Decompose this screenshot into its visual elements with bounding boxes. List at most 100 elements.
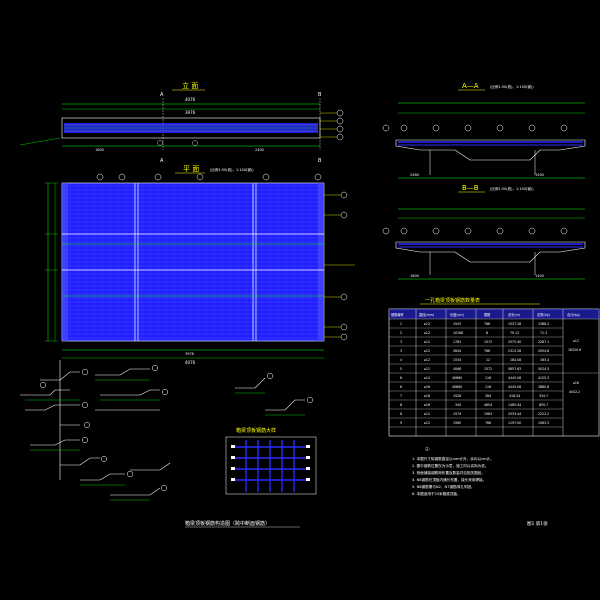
- stats-header-count: 根数: [484, 312, 491, 317]
- stats-cell: 786: [484, 349, 490, 353]
- stats-cell: 1534: [453, 358, 461, 362]
- note-item: 1. 本图尺寸除钢筋直径以mm计外，余均以cm计。: [412, 456, 494, 461]
- stats-cell: ⌀12: [424, 421, 430, 425]
- stats-cell: 1368.2: [538, 322, 549, 326]
- stats-cell: 5024.5: [538, 367, 549, 371]
- stats-cell: 3880.8: [538, 385, 549, 389]
- section-aa-dim-right: 1500: [535, 173, 544, 177]
- section-aa-scale: (比例1:50(线)，1:100(钢)): [490, 84, 534, 89]
- stats-cell: 4445.06: [508, 376, 521, 380]
- stats-cell: 1574: [453, 412, 461, 416]
- top-total-dimension: 4076: [185, 97, 196, 102]
- section-aa-bubbles: [382, 124, 568, 132]
- stats-cell: ⌀16: [424, 403, 430, 407]
- stats-cell: 8: [400, 403, 402, 407]
- section-bb-dim-left: 1800: [410, 274, 419, 278]
- notes-block: 注： 1. 本图尺寸除钢筋直径以mm计外，余均以cm计。 2. 图中钢筋位置仅为…: [412, 446, 494, 496]
- stats-cell: 6: [400, 376, 402, 380]
- stats-cell: ⌀12: [424, 376, 430, 380]
- drawing-caption: 箱梁顶板钢筋构造图（跨中断面钢筋）: [185, 520, 270, 527]
- stats-cell: 2575.40: [508, 340, 521, 344]
- bar-detail-bubbles: [39, 364, 314, 492]
- stats-cell: 2313.26: [508, 349, 521, 353]
- stats-header-sum: 合计(kg): [567, 312, 580, 317]
- stats-cell: 6: [400, 385, 402, 389]
- plan-sub-dimension: 3976: [185, 352, 194, 356]
- rebar-stats-table: 一孔箱梁顶板钢筋数量表: [388, 297, 600, 437]
- stats-cell: 4854: [484, 403, 492, 407]
- plan-view: 平 面 (比例1:50(线)，1:100(钢)) A B: [45, 158, 355, 365]
- stats-cell: 12: [486, 358, 490, 362]
- stats-cell: 1572: [484, 340, 492, 344]
- stats-header-total-length: 总长(m): [508, 312, 520, 317]
- section-marker-b-plan: B: [318, 158, 322, 164]
- note-item: 3. 桥面铺装钢筋网布置及数量详见相关图纸。: [412, 470, 485, 475]
- stats-cell: 2287.1: [538, 340, 549, 344]
- stats-cell: ⌀12: [424, 358, 430, 362]
- stats-cell: 4445.06: [508, 385, 521, 389]
- stats-cell: 3: [400, 340, 402, 344]
- elevation-rebar-bubbles: [320, 109, 344, 141]
- stats-cell: 786: [484, 322, 490, 326]
- stats-cell: 5657.63: [508, 367, 521, 371]
- stats-cell: ⌀12: [424, 349, 430, 353]
- bar-detail-dims: [25, 379, 305, 501]
- notes-heading: 注：: [425, 446, 432, 451]
- stats-cell: 4: [400, 358, 402, 362]
- detail-title: 箱梁顶板钢筋大样: [236, 427, 276, 434]
- note-item: 5. N8钢筋需与N2、N7钢筋绑扎牢固。: [412, 484, 475, 489]
- stats-cell: 2222.2: [538, 412, 549, 416]
- elevation-dim-2400: 2400: [255, 148, 264, 152]
- note-item: 4. N6钢筋在顶板内通长布置，接头采用焊接。: [412, 477, 486, 482]
- stats-cell: 8: [486, 331, 488, 335]
- elevation-view: 立 面 4076 3976 A B 1800 2400: [19, 81, 344, 152]
- elevation-title: 立 面: [182, 81, 198, 90]
- plan-top-bubbles: [96, 173, 322, 181]
- stats-cell: ⌀12: [424, 412, 430, 416]
- stats-cell: ⌀12: [424, 331, 430, 335]
- section-bb-scale: (比例1:50(线)，1:100(钢)): [490, 186, 534, 191]
- stats-cell: 3: [400, 349, 402, 353]
- bar-shape-details: [20, 360, 305, 496]
- stats-cell: 163.4: [540, 358, 549, 362]
- stats-cell: ⌀12: [424, 322, 430, 326]
- section-marker-b-top: B: [318, 92, 322, 98]
- note-item: 6. 本图适用于25米箱梁顶板。: [412, 491, 461, 496]
- stats-cell: 1197.00: [508, 421, 521, 425]
- stats-cell: 7: [400, 394, 402, 398]
- plan-title: 平 面: [183, 165, 199, 173]
- stats-cell: 766: [485, 421, 491, 425]
- stats-header-total-weight: 总重(kg): [537, 312, 550, 317]
- stats-cell: 8: [400, 412, 402, 416]
- stats-header-id: 钢筋编号: [391, 312, 404, 317]
- stats-cell: ⌀12: [424, 367, 430, 371]
- stats-cell: 4068: [453, 367, 461, 371]
- stats-cell: 1485.44: [508, 403, 521, 407]
- stats-cell: 1572: [484, 367, 492, 371]
- section-bb: B—B (比例1:50(线)，1:100(钢)) 1800 1400: [382, 184, 586, 280]
- stats-cell: 2054.8: [538, 349, 549, 353]
- stats-cell: 116: [485, 376, 491, 380]
- page-number: 图1 第1张: [527, 520, 548, 527]
- section-aa: A—A (比例1:50(线)，1:100(钢)) 2460 1500: [382, 82, 586, 179]
- stats-cell: 1963: [484, 412, 492, 416]
- plan-right-bubbles: [324, 191, 355, 341]
- stats-cell: ⌀16: [573, 381, 579, 385]
- section-bb-dim-right: 1400: [535, 274, 544, 278]
- plan-scale: (比例1:50(线)，1:100(钢)): [210, 167, 254, 172]
- stats-cell: 1528: [453, 394, 461, 398]
- section-marker-a-top: A: [160, 92, 164, 98]
- section-bb-label: B—B: [462, 184, 479, 192]
- stats-cell: 184.08: [510, 358, 521, 362]
- stats-cell: ⌀16: [424, 385, 430, 389]
- stats-cell: 116: [485, 385, 491, 389]
- stats-header-diameter: 直径(mm): [419, 312, 434, 317]
- note-item: 2. 图中钢筋位置仅为示意，施工时以实际为准。: [412, 463, 488, 468]
- stats-cell: 418.54: [509, 394, 520, 398]
- stats-cell: 4125.3: [538, 376, 549, 380]
- stats-cell: 16320.6: [568, 348, 581, 352]
- stats-cell: 1543: [453, 322, 461, 326]
- stats-table-title: 一孔箱梁顶板钢筋数量表: [425, 297, 480, 304]
- stats-cell: 2: [400, 331, 402, 335]
